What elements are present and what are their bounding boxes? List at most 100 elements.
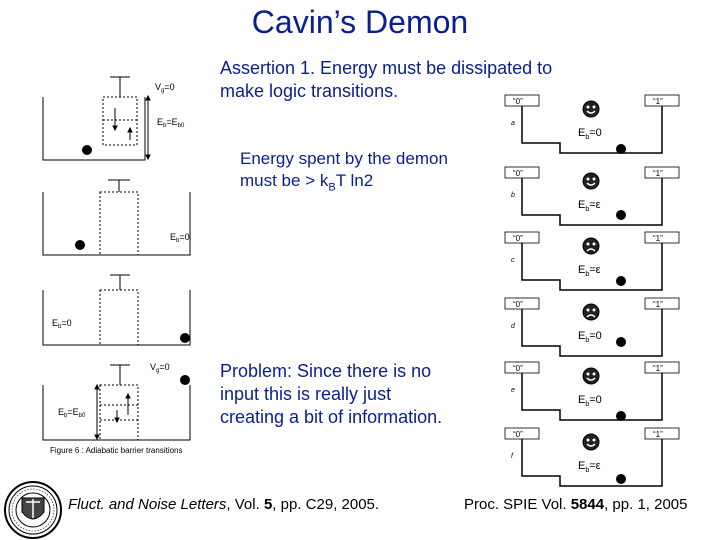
eb-label: Eb=0 bbox=[578, 394, 602, 408]
left-panel-4-vg-label: Vg=0 bbox=[150, 362, 170, 374]
citation-proc: Proc. SPIE Vol. 5844, pp. 1, 2005 bbox=[464, 496, 688, 513]
right-panel-e: “0” “1” Eb=0 e bbox=[504, 361, 680, 421]
particle-ball bbox=[616, 474, 626, 484]
right-panel-a: “0”“1”Eb=0a bbox=[504, 94, 680, 154]
left-panel-2 bbox=[42, 179, 191, 256]
face-circle bbox=[582, 433, 600, 451]
left-panel-3-eb-label: Eb=0 bbox=[52, 318, 72, 330]
panel-letter: f bbox=[511, 453, 514, 460]
right-panel-f: “0”“1”Eb=εf bbox=[504, 427, 680, 487]
face-circle bbox=[582, 303, 600, 321]
panel-letter: d bbox=[511, 323, 516, 330]
right-panel-d: “0” “1” Eb=0 d bbox=[504, 297, 680, 357]
energy-spent-text: Energy spent by the demon must be > kBT … bbox=[240, 148, 500, 198]
university-seal-icon bbox=[4, 481, 62, 539]
face-circle bbox=[582, 367, 600, 385]
well-outline bbox=[521, 366, 663, 421]
face-eye-left bbox=[586, 177, 590, 181]
smiley-face-icon bbox=[582, 367, 600, 385]
eb-label: Eb=ε bbox=[578, 460, 601, 474]
label-one: “1” bbox=[653, 430, 663, 439]
left-panel-1-vg-label: Vg=0 bbox=[155, 82, 175, 94]
face-mouth bbox=[586, 182, 596, 186]
label-one: “1” bbox=[653, 234, 663, 243]
left-panel-3 bbox=[42, 274, 191, 346]
left-panel-4-eb-label: Eb=Eb0 bbox=[58, 407, 86, 419]
eb-label: Eb=0 bbox=[578, 127, 602, 141]
particle-ball bbox=[616, 276, 626, 286]
right-panel-c: “0”“1”Eb=εc bbox=[504, 231, 680, 291]
smiley-face-icon bbox=[582, 100, 600, 118]
face-eye-right bbox=[592, 177, 596, 181]
label-one: “1” bbox=[653, 300, 663, 309]
face-eye-left bbox=[586, 105, 590, 109]
face-eye-right bbox=[592, 105, 596, 109]
citation-proc-pre: Proc. SPIE Vol. bbox=[464, 496, 571, 513]
face-eye-right bbox=[592, 242, 596, 246]
label-box-zero bbox=[504, 361, 540, 374]
face-eye-left bbox=[586, 372, 590, 376]
problem-line-3: creating a bit of information. bbox=[220, 407, 443, 427]
left-panel-1-eb-label: Eb=Eb0 bbox=[157, 117, 185, 129]
eb-label: Eb=0 bbox=[578, 330, 602, 344]
citation-fluct-vol: 5 bbox=[263, 496, 273, 513]
eb-label: Eb=ε bbox=[578, 264, 601, 278]
label-one: “1” bbox=[653, 169, 663, 178]
label-zero: “0” bbox=[513, 300, 523, 309]
citation-proc-vol: 5844 bbox=[570, 496, 605, 513]
label-zero: “0” bbox=[513, 364, 523, 373]
particle-ball bbox=[616, 411, 626, 421]
face-circle bbox=[582, 237, 600, 255]
right-panel-b: “0”“1”Eb=εb bbox=[504, 166, 680, 226]
left-panel-1 bbox=[42, 76, 151, 161]
citation-fluct: Fluct. and Noise Letters, Vol. 5, pp. C2… bbox=[68, 496, 379, 513]
smiley-face-icon bbox=[582, 172, 600, 190]
eb-label: Eb=ε bbox=[578, 199, 601, 213]
energy-spent-line-1: Energy spent by the demon bbox=[240, 149, 448, 168]
citation-fluct-vol-pre: , Vol. bbox=[226, 496, 264, 513]
face-eye-left bbox=[586, 242, 590, 246]
face-mouth bbox=[586, 443, 596, 447]
particle-ball bbox=[616, 210, 626, 220]
well-outline bbox=[521, 99, 663, 154]
face-mouth bbox=[586, 110, 596, 114]
well-outline bbox=[521, 236, 663, 291]
face-mouth bbox=[586, 377, 596, 381]
well-outline bbox=[521, 171, 663, 226]
energy-spent-sub: B bbox=[328, 181, 336, 194]
well-outline bbox=[521, 302, 663, 357]
left-panel-2-eb-label: Eb=0 bbox=[170, 232, 190, 244]
panel-letter: b bbox=[511, 192, 515, 199]
energy-spent-line-2: must be > kBT ln2 bbox=[240, 170, 500, 198]
label-box-one bbox=[644, 231, 680, 244]
page-title: Cavin’s Demon bbox=[251, 4, 469, 40]
label-one: “1” bbox=[653, 364, 663, 373]
label-box-zero bbox=[504, 427, 540, 440]
face-circle bbox=[582, 100, 600, 118]
label-box-one bbox=[644, 297, 680, 310]
frowning-face-icon bbox=[582, 237, 600, 255]
face-mouth bbox=[586, 314, 596, 318]
face-circle bbox=[582, 172, 600, 190]
label-box-zero bbox=[504, 297, 540, 310]
assertion-line-1: Assertion 1. Energy must be dissipated t… bbox=[220, 58, 553, 78]
label-box-one bbox=[644, 427, 680, 440]
face-eye-right bbox=[592, 308, 596, 312]
face-eye-left bbox=[586, 308, 590, 312]
particle-ball bbox=[616, 337, 626, 347]
problem-line-1: Problem: Since there is no bbox=[220, 361, 432, 381]
label-one: “1” bbox=[653, 97, 663, 106]
left-figure-caption: Figure 6 : Adiabatic barrier transitions bbox=[50, 446, 183, 455]
label-box-one bbox=[644, 94, 680, 107]
panel-letter: e bbox=[511, 387, 515, 394]
left-panel-4 bbox=[42, 364, 191, 441]
problem-line-2: input this is really just bbox=[220, 384, 392, 404]
energy-spent-pre: must be > k bbox=[240, 171, 329, 190]
particle-ball bbox=[616, 144, 626, 154]
face-eye-right bbox=[592, 372, 596, 376]
energy-spent-post: T ln2 bbox=[335, 171, 374, 190]
face-eye-right bbox=[592, 438, 596, 442]
label-zero: “0” bbox=[513, 234, 523, 243]
assertion-text: Assertion 1. Energy must be dissipated t… bbox=[220, 57, 620, 103]
label-box-zero bbox=[504, 166, 540, 179]
